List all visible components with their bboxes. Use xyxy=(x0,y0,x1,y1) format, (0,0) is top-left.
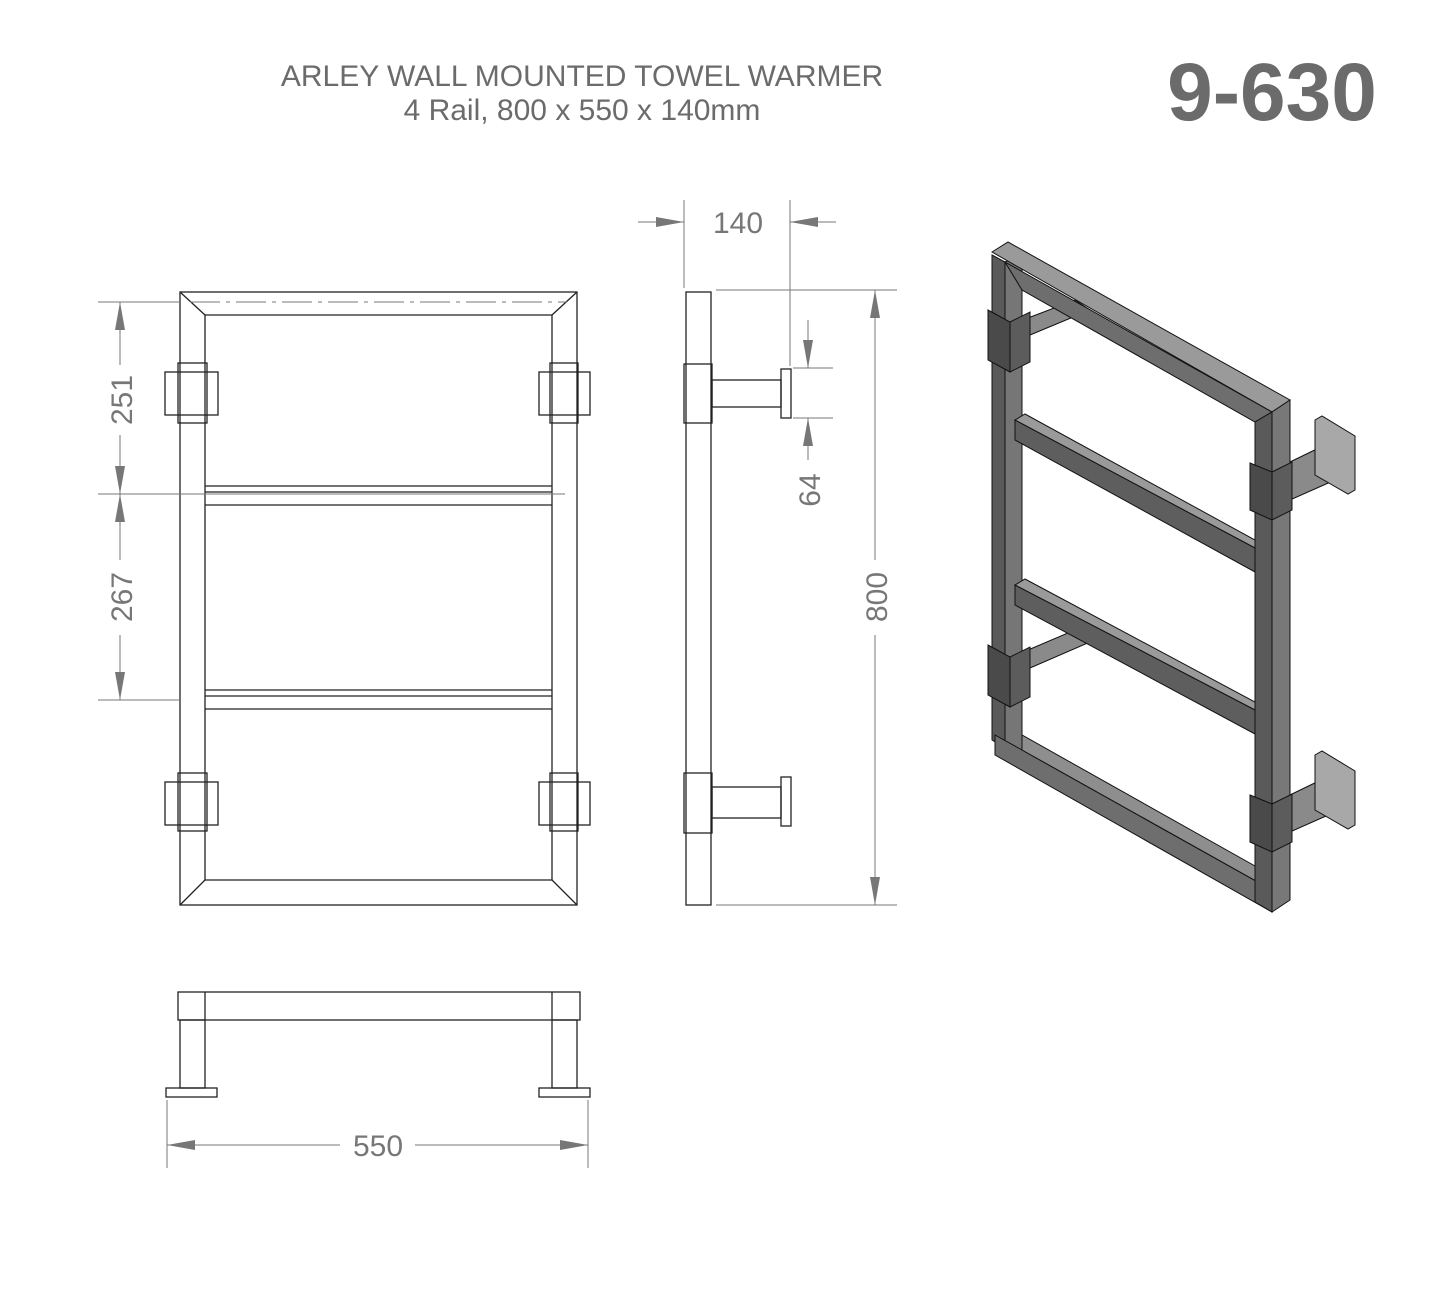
bottom-view xyxy=(165,991,591,1098)
dimension-label-550: 550 xyxy=(353,1130,403,1163)
rail-2 xyxy=(205,689,552,710)
dimension-64: 64 xyxy=(793,320,833,507)
rail-1 xyxy=(205,485,552,506)
front-view xyxy=(164,291,591,906)
dimension-267: 267 xyxy=(98,494,180,701)
drawing-subtitle: 4 Rail, 800 x 550 x 140mm xyxy=(404,94,761,127)
dimension-label-140: 140 xyxy=(713,207,763,240)
bracket-top-left xyxy=(164,362,219,424)
drawing-title: ARLEY WALL MOUNTED TOWEL WARMER xyxy=(281,60,883,93)
dimension-label-251: 251 xyxy=(106,375,139,425)
dimension-label-800: 800 xyxy=(861,572,894,622)
dimension-251: 251 xyxy=(98,301,565,495)
dimension-800: 800 xyxy=(716,289,897,906)
dimension-140: 140 xyxy=(638,200,836,366)
bracket-top-right xyxy=(538,362,591,424)
dimension-label-267: 267 xyxy=(106,572,139,622)
part-number: 9-630 xyxy=(1167,47,1377,138)
dimension-550: 550 xyxy=(166,1100,589,1168)
bracket-bottom-right xyxy=(538,772,591,832)
isometric-view xyxy=(987,241,1356,913)
side-view xyxy=(683,291,792,906)
dimension-label-64: 64 xyxy=(794,473,827,506)
bracket-bottom-left xyxy=(164,772,219,832)
